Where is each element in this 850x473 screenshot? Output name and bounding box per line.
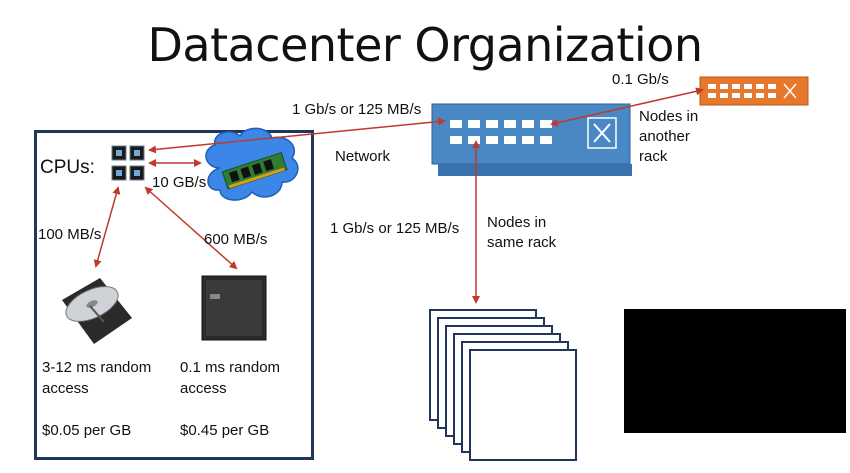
slide-title: Datacenter Organization — [147, 18, 703, 72]
hdd-latency-line1: 3-12 ms random — [42, 359, 152, 376]
network-switch-icon — [431, 103, 632, 176]
same-rack-label-line1: Nodes in — [487, 214, 547, 231]
other-rack-label-line1: Nodes in — [639, 108, 699, 125]
ssd-price: $0.45 per GB — [180, 422, 270, 439]
black-rectangle — [624, 309, 846, 433]
ssd-latency-line1: 0.1 ms random — [180, 359, 281, 376]
other-rack-label-line3: rack — [639, 148, 668, 165]
cpu-switch-arrow — [148, 117, 446, 154]
same-rack-label-line2: same rack — [487, 234, 557, 251]
switch-uplink-arrow — [550, 87, 704, 127]
cpu-chip-icon — [111, 145, 145, 181]
server-node-icon — [429, 309, 577, 461]
uplink-bandwidth-label: 0.1 Gb/s — [612, 71, 669, 88]
uplink-switch-icon — [699, 76, 809, 106]
hard-disk-icon — [62, 278, 132, 344]
ssd-icon — [201, 275, 267, 341]
disk-bandwidth-label: 100 MB/s — [38, 226, 102, 243]
switch-bandwidth-label: 1 Gb/s or 125 MB/s — [292, 101, 422, 118]
cpus-label: CPUs: — [40, 157, 95, 178]
ram-bandwidth-label: 10 GB/s — [152, 174, 207, 191]
hdd-price: $0.05 per GB — [42, 422, 132, 439]
cpu-disk-arrow — [93, 186, 121, 268]
ssd-bandwidth-label: 600 MB/s — [204, 231, 268, 248]
cpu-ssd-arrow — [144, 186, 238, 270]
network-label: Network — [335, 148, 391, 165]
rack-bandwidth-label: 1 Gb/s or 125 MB/s — [330, 220, 460, 237]
hdd-latency-line2: access — [42, 380, 89, 397]
other-rack-label-line2: another — [639, 128, 690, 145]
ssd-latency-line2: access — [180, 380, 227, 397]
ram-stick-icon — [221, 151, 288, 190]
